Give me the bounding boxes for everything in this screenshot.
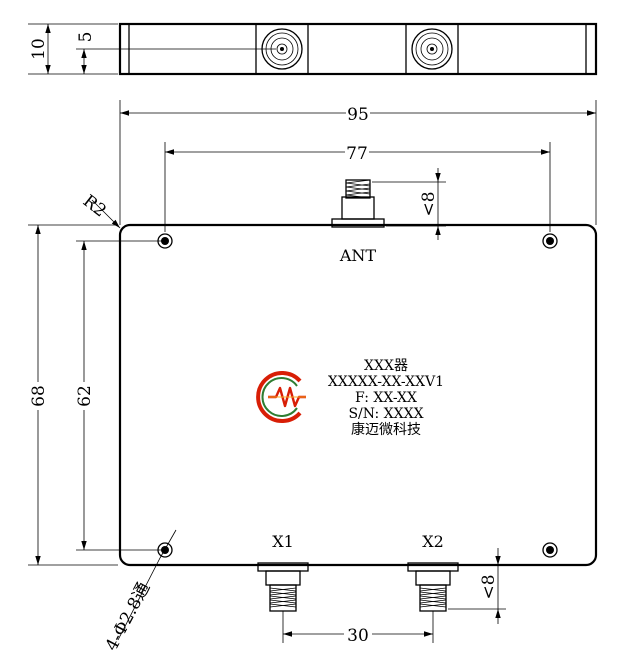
dim-connector-bottom: <8 — [479, 574, 499, 599]
dim-width-total-group: 95 — [119, 100, 597, 225]
label-plate: XXX器 XXXXX-XX-XXV1 F: XX-XX S/N: XXXX 康迈… — [328, 358, 444, 438]
dim-port-spacing: 30 — [347, 626, 369, 646]
dim-hole-spacing-y: 62 — [75, 385, 95, 407]
dim-connector-bottom-group: <8 — [448, 548, 506, 624]
dim-hole-spacing-x-group: 77 — [164, 142, 551, 232]
dim-height-total: 10 — [29, 38, 49, 60]
dim-hole-spec: 4-Φ2.8通 — [102, 579, 155, 654]
plate-line-1: XXX器 — [364, 358, 408, 374]
dim-hole-spacing-y-group: 62 — [74, 240, 162, 551]
side-connector-2-icon — [411, 28, 453, 70]
dim-height-outer-group: 68 — [28, 224, 118, 566]
company-logo-icon — [256, 371, 306, 423]
plate-line-2: XXXXX-XX-XXV1 — [328, 374, 444, 390]
dim-connector-top-group: <8 — [372, 168, 446, 240]
port-label-x1: X1 — [272, 532, 294, 551]
dim-hole-spacing-x: 77 — [346, 144, 368, 164]
plate-line-5: 康迈微科技 — [351, 421, 421, 438]
dim-height-outer: 68 — [29, 385, 49, 407]
dim-connector-top: <8 — [419, 191, 439, 216]
side-view: 10 5 — [28, 22, 598, 76]
radius-callout: R2 — [79, 191, 121, 229]
dim-height-half: 5 — [76, 32, 96, 43]
mount-hole-bottom-right-icon — [542, 542, 558, 558]
dim-radius: R2 — [79, 191, 110, 221]
mount-hole-top-right-icon — [542, 233, 558, 249]
port-label-ant: ANT — [339, 246, 377, 265]
dim-port-spacing-group: 30 — [282, 611, 434, 646]
port-label-x2: X2 — [422, 532, 444, 551]
connector-x1: X1 — [257, 532, 309, 612]
dim-width-total: 95 — [347, 105, 369, 125]
connector-x2: X2 — [407, 532, 459, 612]
plate-line-3: F: XX-XX — [355, 390, 417, 406]
connector-ant: ANT — [331, 179, 385, 265]
plate-line-4: S/N: XXXX — [348, 406, 423, 422]
